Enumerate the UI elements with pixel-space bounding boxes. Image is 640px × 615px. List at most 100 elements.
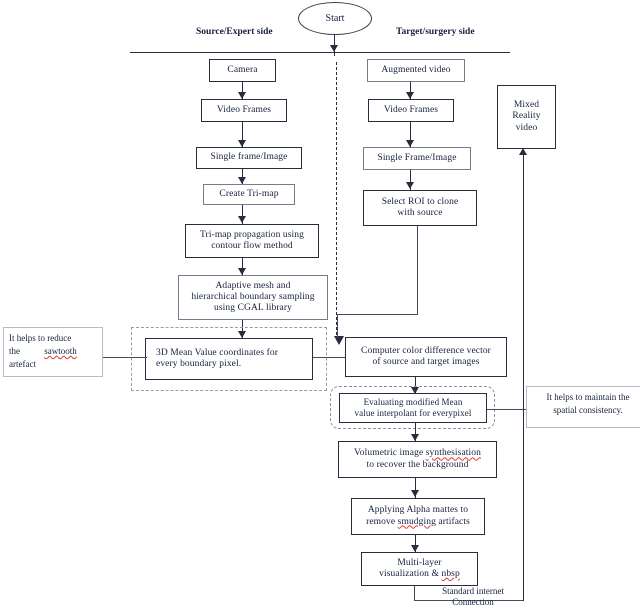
alpha-suffix: artifacts: [435, 516, 470, 527]
node-single-frame-left-label: Single frame/Image: [210, 152, 288, 163]
connector-selectroi-into-colordiff: [337, 314, 338, 338]
note2-line2: spatial consistency.: [553, 405, 623, 416]
mixed-line3: video: [515, 122, 538, 133]
volumetric-line2: to recover the background: [366, 459, 469, 470]
trimap-prop-line2: contour flow method: [211, 241, 293, 251]
node-video-frames-right-label: Video Frames: [383, 104, 439, 115]
arrow-singleframe-right-down: [406, 182, 414, 189]
node-trimap-propagation-label: Tri-map propagation using contour flow m…: [189, 230, 315, 252]
connector-evalmv-volumetric: [415, 423, 417, 441]
arrow-createtrimap-down: [238, 216, 246, 223]
arrow-propagation-down: [238, 268, 246, 275]
connector-bottom-to-right: [414, 600, 524, 601]
node-video-frames-left-label: Video Frames: [216, 104, 272, 115]
arrow-volumetric-down: [411, 490, 419, 497]
note2-line1: It helps to maintain the: [546, 392, 630, 402]
node-mvc-label: 3D Mean Value coordinates for every boun…: [156, 348, 309, 370]
mixed-line2: Reality: [512, 111, 541, 122]
multilayer-prefix: visualization &: [379, 569, 442, 579]
mixed-line1: Mixed: [513, 100, 540, 111]
adaptive-line3: using CGAL library: [214, 303, 292, 314]
node-augmented-video-label: Augmented video: [381, 64, 451, 75]
caption-source-side: Source/Expert side: [196, 27, 273, 37]
arrow-into-mixed-reality: [519, 148, 527, 155]
evalmv-line1: Evaluating modified Mean: [363, 397, 463, 408]
colordiff-line2: of source and target images: [372, 357, 480, 367]
node-create-trimap: Create Tri-map: [203, 184, 295, 205]
multilayer-line1: Multi-layer: [397, 557, 442, 568]
note-spatial-consistency: It helps to maintain the spatial consist…: [526, 386, 640, 428]
start-label: Start: [325, 13, 345, 24]
connector-right-up-to-mixed-reality: [523, 152, 525, 601]
caption-target-side: Target/surgery side: [396, 27, 475, 37]
connector-volumetric-alpha: [415, 478, 417, 498]
node-video-frames-left: Video Frames: [201, 99, 287, 122]
node-single-frame-image-left: Single frame/Image: [196, 147, 302, 169]
arrow-adaptivemesh-down: [238, 331, 246, 338]
node-camera-label: Camera: [227, 64, 258, 75]
node-single-frame-right-label: Single Frame/Image: [377, 152, 457, 163]
arrow-into-colordiff: [334, 336, 344, 345]
arrow-colordiff-down: [411, 387, 419, 394]
connector-singleframe-createtrimap: [242, 169, 244, 184]
connector-singleframe-selectroi: [410, 170, 412, 190]
alpha-spell-error: smudging: [397, 516, 436, 527]
node-colordiff-label: Computer color difference vector of sour…: [349, 346, 503, 368]
edge-label-internet-connection: Standard internet Connection: [413, 586, 533, 609]
note-spatial-text: It helps to maintain the spatial consist…: [547, 392, 630, 415]
top-divider-rule: [130, 52, 510, 54]
note1-part1: It helps to reduce: [9, 333, 72, 343]
arrow-camera-down: [238, 92, 246, 99]
connector-augmented-videoframes: [410, 82, 412, 99]
connector-adaptivemesh-mvc: [242, 320, 244, 338]
node-mixed-reality-label: Mixed Reality video: [501, 100, 552, 134]
mvc-line2: every boundary pixel.: [156, 359, 242, 369]
connector-note-sawtooth-to-mvc: [103, 357, 147, 358]
select-roi-line1: Select ROI to clone: [381, 196, 459, 207]
group-evaluating-mean-value: [330, 386, 495, 429]
node-mean-value-coordinates: 3D Mean Value coordinates for every boun…: [145, 338, 313, 380]
note1-part3: artefact: [9, 359, 36, 370]
node-trimap-propagation: Tri-map propagation using contour flow m…: [185, 224, 319, 258]
note1-part2: the: [9, 346, 20, 357]
vertical-dashed-divider: [336, 62, 337, 340]
connector-createtrimap-propagation: [242, 205, 244, 224]
connector-camera-videoframes: [242, 82, 244, 99]
node-evaluating-mean-value: Evaluating modified Mean value interpola…: [339, 393, 487, 423]
node-augmented-video: Augmented video: [367, 59, 465, 82]
internet-line1: Standard internet: [442, 586, 504, 596]
adaptive-line2: hierarchical boundary sampling: [191, 291, 315, 302]
connector-videoframes-singleframe-right: [410, 122, 412, 147]
connector-alpha-multilayer: [415, 535, 417, 552]
internet-line2: Connection: [452, 597, 494, 608]
node-adaptive-mesh-label: Adaptive mesh and hierarchical boundary …: [182, 281, 324, 315]
node-multilayer-label: Multi-layer visualization & nbsp: [365, 558, 474, 580]
arrow-videoframes-left-down: [238, 140, 246, 147]
node-color-difference: Computer color difference vector of sour…: [345, 337, 507, 377]
alpha-line1: Applying Alpha mattes to: [367, 505, 469, 516]
node-select-roi: Select ROI to clone with source: [363, 190, 477, 226]
connector-selectroi-down: [417, 226, 418, 315]
node-adaptive-mesh: Adaptive mesh and hierarchical boundary …: [178, 275, 328, 320]
arrow-singleframe-left-down: [238, 177, 246, 184]
node-volumetric-synthesisation: Volumetric image synthesisation to recov…: [338, 441, 497, 478]
trimap-prop-line1: Tri-map propagation using: [199, 229, 304, 240]
group-mean-value-coordinates: [131, 327, 327, 391]
node-mixed-reality-video: Mixed Reality video: [497, 85, 556, 149]
adaptive-line1: Adaptive mesh and: [215, 280, 291, 291]
node-alpha-mattes: Applying Alpha mattes to remove smudging…: [351, 498, 485, 535]
connector-mvc-to-colordiff: [313, 357, 350, 358]
connector-multilayer-down: [414, 586, 415, 601]
node-video-frames-right: Video Frames: [368, 99, 454, 122]
volumetric-spell-error: synthesisation: [425, 448, 481, 459]
evalmv-line2: value interpolant for everypixel: [354, 408, 472, 418]
multilayer-spell-error: nbsp: [441, 569, 460, 579]
connector-evalmv-to-note-spatial: [487, 409, 527, 410]
connector-colordiff-evalmv: [415, 377, 417, 394]
start-node: Start: [298, 2, 372, 35]
node-select-roi-label: Select ROI to clone with source: [367, 197, 473, 219]
select-roi-line2: with source: [397, 208, 443, 218]
arrow-evalmv-down: [411, 434, 419, 441]
connector-propagation-adaptivemesh: [242, 258, 244, 275]
